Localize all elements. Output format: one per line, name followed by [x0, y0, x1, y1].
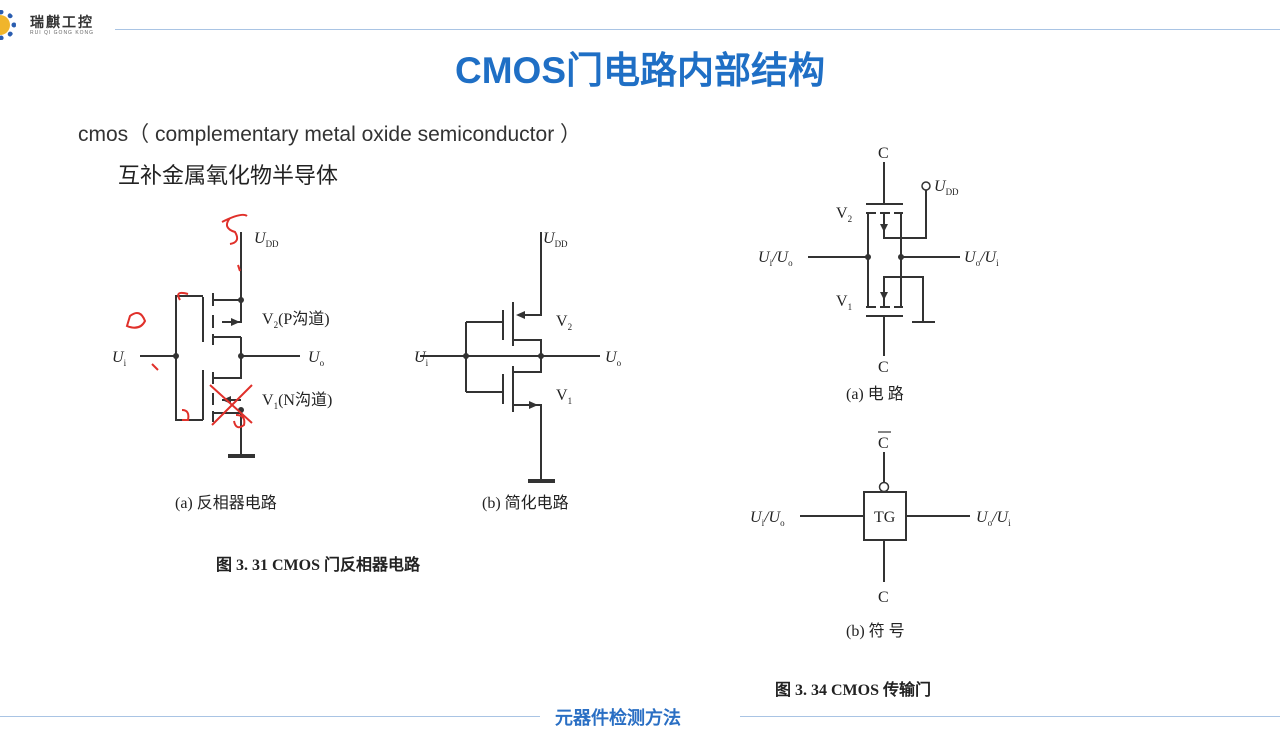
left-io-label-sym: Ui/Uo [750, 509, 785, 528]
tg-label: TG [874, 509, 896, 526]
c-top-label: C [878, 145, 889, 162]
ui-label: Ui [112, 349, 127, 368]
figure-3-34-caption: 图 3. 34 CMOS 传输门 [775, 680, 931, 699]
simplified-circuit: UDD Ui Uo V2 V1 (b) 简化电路 [414, 230, 622, 512]
v2-label-b: V2 [556, 313, 572, 332]
inverter-circuit: UDD Ui Uo V2(P沟道) V1(N沟道) (a) 反相器电路 [112, 213, 332, 512]
caption-symbol: (b) 符 号 [846, 622, 905, 640]
intro-chinese: 互补金属氧化物半导体 [118, 163, 339, 188]
footer-text: 元器件检测方法 [555, 708, 681, 728]
ui-label-b: Ui [414, 349, 429, 368]
uo-label-b: Uo [605, 349, 622, 368]
slide-title: CMOS门电路内部结构 [455, 50, 825, 91]
caption-b: (b) 简化电路 [482, 494, 569, 512]
udd-label: UDD [254, 230, 279, 249]
c-bar-label: C [878, 435, 889, 452]
v1-label-b: V1 [556, 387, 572, 406]
header-divider [115, 29, 1280, 30]
c-symbol-label: C [878, 589, 889, 606]
transmission-gate-symbol: TG C C Ui/Uo Uo/Ui (b) 符 号 [750, 431, 1011, 640]
transmission-gate-circuit: C C UDD V2 V1 Ui/Uo Uo/Ui (a) 电 路 [758, 145, 999, 403]
v2-label: V2(P沟道) [262, 310, 330, 330]
right-io-label-sym: Uo/Ui [976, 509, 1011, 528]
footer-divider-left [0, 716, 540, 717]
logo-text: 瑞麒工控 [30, 13, 94, 30]
logo: 瑞麒工控 RUI QI GONG KONG [0, 8, 94, 42]
gear-logo-icon [0, 8, 26, 42]
right-io-label: Uo/Ui [964, 249, 999, 268]
caption-a: (a) 反相器电路 [175, 494, 277, 512]
footer-divider-right [740, 716, 1280, 717]
logo-subtext: RUI QI GONG KONG [30, 29, 95, 36]
udd-label-tg: UDD [934, 178, 959, 197]
udd-label-b: UDD [543, 230, 568, 249]
uo-label: Uo [308, 349, 325, 368]
c-bottom-label: C [878, 359, 889, 376]
v1-label: V1(N沟道) [262, 391, 332, 411]
v1-label-tg: V1 [836, 293, 852, 312]
left-io-label: Ui/Uo [758, 249, 793, 268]
caption-circuit: (a) 电 路 [846, 385, 904, 403]
intro-english: cmos（ complementary metal oxide semicond… [78, 123, 582, 146]
figure-3-31-caption: 图 3. 31 CMOS 门反相器电路 [216, 555, 421, 574]
v2-label-tg: V2 [836, 205, 852, 224]
